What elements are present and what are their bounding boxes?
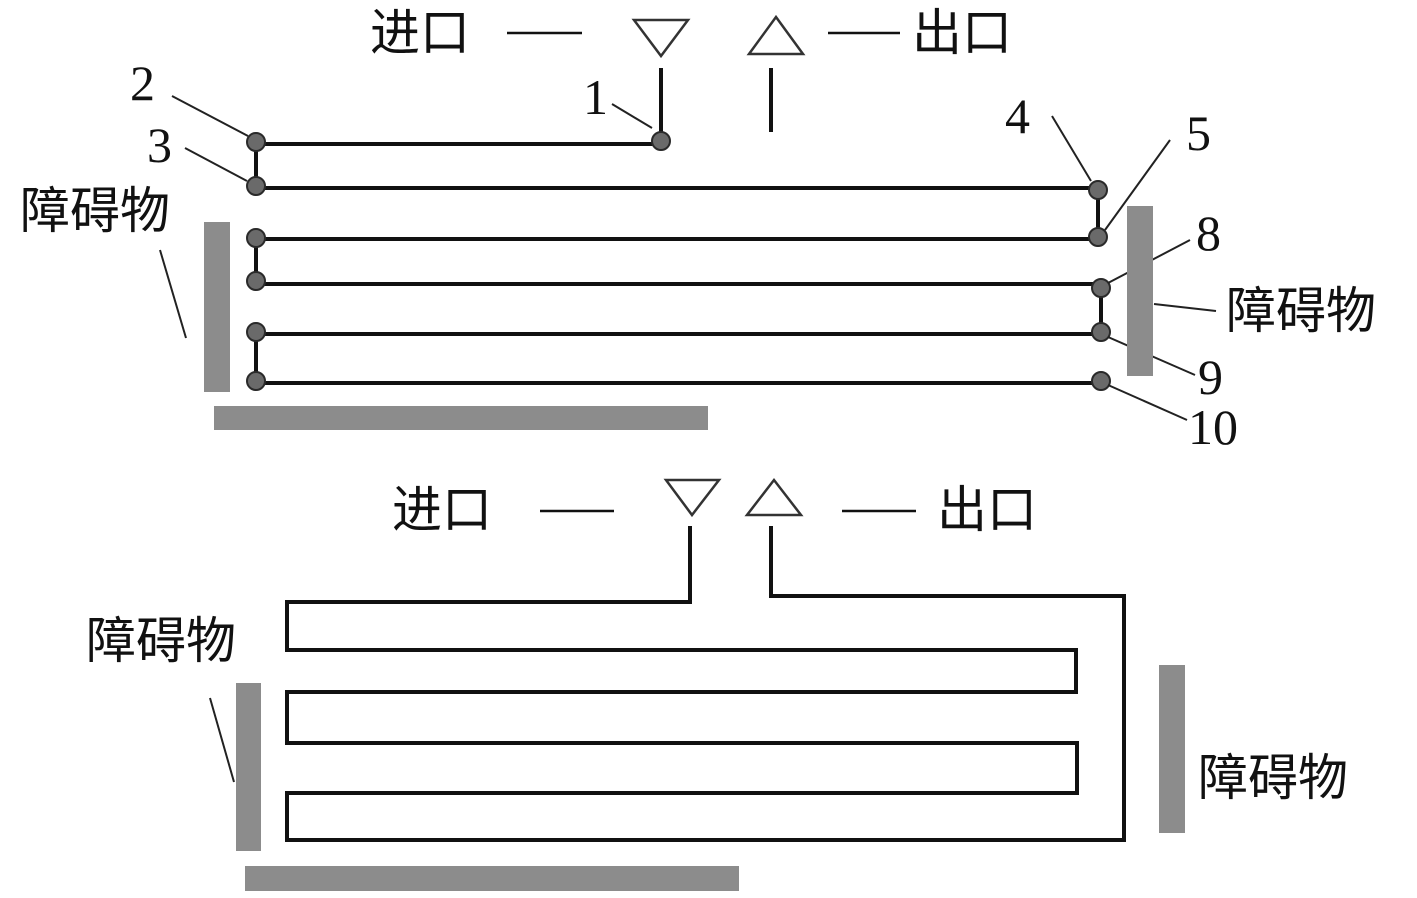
top-obstacle-right-leader [1153,303,1217,312]
node-3-label: 3 [147,117,172,173]
top-obstacle-right-bar [1127,206,1153,376]
node-3 [246,176,266,196]
node-9-label: 9 [1198,349,1223,405]
top-obstacle-left-leader [159,249,187,339]
node-5-label: 5 [1186,105,1211,161]
node-3-leader [184,147,248,182]
node-4-label: 4 [1005,88,1030,144]
node-10-label: 10 [1188,399,1238,455]
node-1-label: 1 [583,69,608,125]
top-obstacle-left-bar [204,222,230,392]
bottom-outlet-label: 出口 [937,481,1037,539]
node-4 [1088,180,1108,200]
node-left-row-6 [246,371,266,391]
top-obstacle-right-label: 障碍物 [1226,282,1376,340]
node-5 [1088,227,1108,247]
node-1 [651,131,671,151]
top-outlet-label: 出口 [912,4,1012,62]
bottom-outlet-arrow-icon [744,477,804,517]
top-obstacle-left-label: 障碍物 [20,182,170,240]
node-2 [246,132,266,152]
top-obstacle-bottom-bar [214,406,708,430]
bottom-obstacle-left-leader [209,697,235,783]
node-5-leader [1104,139,1171,231]
bottom-inlet-arrow-icon [663,478,722,518]
node-2-label: 2 [130,55,155,111]
node-9 [1091,322,1111,342]
node-1-leader [611,103,653,129]
bottom-diagram: 进口 出口 障碍物 障碍物 [86,477,1348,891]
bottom-obstacle-right-label: 障碍物 [1198,749,1348,807]
bottom-obstacle-bottom-bar [245,866,739,891]
node-4-leader [1051,115,1092,182]
node-10 [1091,371,1111,391]
bottom-obstacle-right-bar [1159,665,1185,833]
bottom-obstacle-left-bar [236,683,261,851]
bottom-serpentine-pipe [285,526,1126,842]
bottom-obstacle-left-label: 障碍物 [86,612,236,670]
top-outlet-arrow-icon [746,14,806,56]
node-2-leader [171,95,249,137]
bottom-inlet-label: 进口 [392,481,492,539]
node-10-leader [1107,384,1188,421]
top-diagram: 进口 出口 1 [20,4,1376,455]
top-inlet-arrow-icon [631,18,691,59]
node-left-row-3 [246,228,266,248]
node-left-row-4 [246,271,266,291]
node-8 [1091,278,1111,298]
node-8-label: 8 [1196,205,1221,261]
top-inlet-label: 进口 [370,4,470,62]
node-left-row-5 [246,322,266,342]
